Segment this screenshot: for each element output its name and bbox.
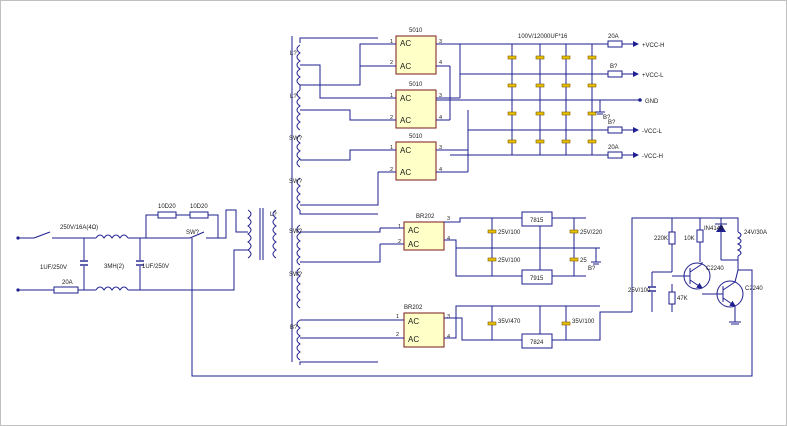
vcc-l-fuse-label: B? [610, 64, 618, 70]
rd-q2-label: C2240 [745, 286, 763, 292]
svg-text:2: 2 [390, 167, 393, 173]
bridge-5010-3: AC AC 5010 1 2 3 4 [378, 134, 468, 181]
bridge-br202-1: AC AC BR202 1 2 3 4 [380, 214, 450, 251]
capacitor-bank: 100V/12000UF*16 [436, 34, 640, 156]
svg-text:AC: AC [408, 226, 419, 235]
reg-c3-label: 25V/100 [498, 258, 521, 264]
bridge-5-name: BR202 [404, 305, 423, 311]
nvcc-h-label: -VCC-H [642, 154, 663, 160]
vcc-l-label: +VCC-L [642, 73, 664, 79]
svg-text:4: 4 [447, 236, 450, 242]
svg-text:AC: AC [408, 335, 419, 344]
svg-text:3: 3 [447, 314, 450, 320]
cap-bank-label: 100V/12000UF*16 [518, 34, 568, 40]
winding-6-label: SW? [289, 272, 303, 278]
svg-text:2: 2 [390, 60, 393, 66]
bridge-5010-2: AC AC 5010 1 2 3 4 [378, 82, 460, 129]
reg-c2-label: 25V/220 [580, 230, 603, 236]
svg-text:2: 2 [398, 239, 401, 245]
output-rails: 20A +VCC-H B? +VCC-L GND B? B? -VCC-L 20… [603, 34, 665, 160]
svg-text:3: 3 [439, 145, 442, 151]
winding-5-label: SW? [289, 229, 303, 235]
svg-text:4: 4 [439, 167, 442, 173]
svg-text:AC: AC [400, 62, 411, 71]
input-cap2-label: 1UF/250V [142, 264, 169, 270]
svg-text:1: 1 [390, 145, 393, 151]
cap-bank-column-3 [561, 44, 571, 155]
bridge-4-name: BR202 [416, 214, 435, 220]
rd-d1-label: IN4148 [704, 226, 724, 232]
cap-bank-column-4 [587, 44, 597, 155]
nvcc-l-fuse-label: B? [608, 120, 616, 126]
rd-c1-label: 25V/100 [628, 288, 651, 294]
input-section: 250V/16A(4Ω) 20A 1UF/250V 3MH(2) 1UF/250… [16, 204, 248, 294]
bridge-3-name: 5010 [409, 134, 423, 140]
rd-r1-label: 220K [654, 236, 668, 242]
nvcc-l-label: -VCC-L [642, 129, 663, 135]
svg-text:4: 4 [447, 334, 450, 340]
svg-text:2: 2 [396, 332, 399, 338]
svg-text:AC: AC [408, 317, 419, 326]
reg-7815-label: 7815 [530, 218, 544, 224]
svg-text:AC: AC [408, 240, 419, 249]
cap-bank-column-1 [507, 44, 517, 155]
reg-7824-label: 7824 [530, 340, 544, 346]
bridge-5010-1: AC AC 5010 1 2 3 4 [378, 28, 460, 75]
bridge-1-name: 5010 [409, 28, 423, 34]
ntc1-label: 10D20 [158, 204, 176, 210]
svg-text:4: 4 [439, 60, 442, 66]
winding-1-label: L? [290, 51, 297, 57]
bridge-br202-2: AC AC BR202 1 2 3 4 [380, 305, 450, 348]
reg-c5-label: 35V/470 [498, 319, 521, 325]
nvcc-h-fuse-label: 20A [608, 145, 619, 151]
transformer-label: L? [270, 212, 277, 218]
input-switch-label: 250V/16A(4Ω) [60, 225, 98, 231]
winding-7-label: B? [290, 325, 298, 331]
regulator-section: 7815 7915 25V/100 25V/220 25V/100 25 B? … [444, 211, 632, 349]
rd-relay-label: 24V/30A [744, 230, 767, 236]
gnd-label: GND [645, 99, 659, 105]
svg-text:AC: AC [400, 39, 411, 48]
svg-text:AC: AC [400, 116, 411, 125]
reg-c4b-label: B? [588, 266, 596, 272]
vcc-h-label: +VCC-H [642, 43, 665, 49]
relay-switch-label: SW? [186, 230, 200, 236]
winding-2-label: L? [290, 94, 297, 100]
svg-text:AC: AC [400, 94, 411, 103]
secondary-windings: L? L? SW? SW? SW? SW? B? [289, 36, 378, 365]
relay-driver: 220K 10K IN4148 24V/30A C2240 C2240 [191, 217, 767, 377]
winding-4-label: SW? [289, 179, 303, 185]
cap-bank-column-2 [535, 44, 545, 155]
reg-c6-label: 35V/100 [572, 319, 595, 325]
svg-text:1: 1 [390, 93, 393, 99]
svg-text:1: 1 [390, 39, 393, 45]
reg-c1-label: 25V/100 [498, 230, 521, 236]
svg-text:2: 2 [390, 115, 393, 121]
winding-3-label: SW? [289, 136, 303, 142]
ntc2-label: 10D20 [190, 204, 208, 210]
reg-c4-label: 25 [580, 258, 587, 264]
svg-text:3: 3 [439, 93, 442, 99]
svg-text:1: 1 [396, 314, 399, 320]
svg-text:4: 4 [439, 115, 442, 121]
input-fuse-label: 20A [62, 280, 73, 286]
svg-text:3: 3 [439, 39, 442, 45]
svg-text:1: 1 [398, 224, 401, 230]
input-cap-label: 1UF/250V [40, 265, 67, 271]
rd-r2-label: 10K [684, 236, 695, 242]
vcc-h-fuse-label: 20A [608, 34, 619, 40]
rd-r3-label: 47K [677, 296, 688, 302]
rd-q1-label: C2240 [706, 266, 724, 272]
bridge-2-name: 5010 [409, 82, 423, 88]
transformer: L? [247, 208, 277, 260]
input-choke-label: 3MH(2) [104, 264, 124, 270]
svg-text:AC: AC [400, 168, 411, 177]
svg-text:AC: AC [400, 146, 411, 155]
reg-7915-label: 7915 [530, 276, 544, 282]
gnd-fuse-label: B? [603, 115, 611, 121]
svg-text:3: 3 [447, 216, 450, 222]
